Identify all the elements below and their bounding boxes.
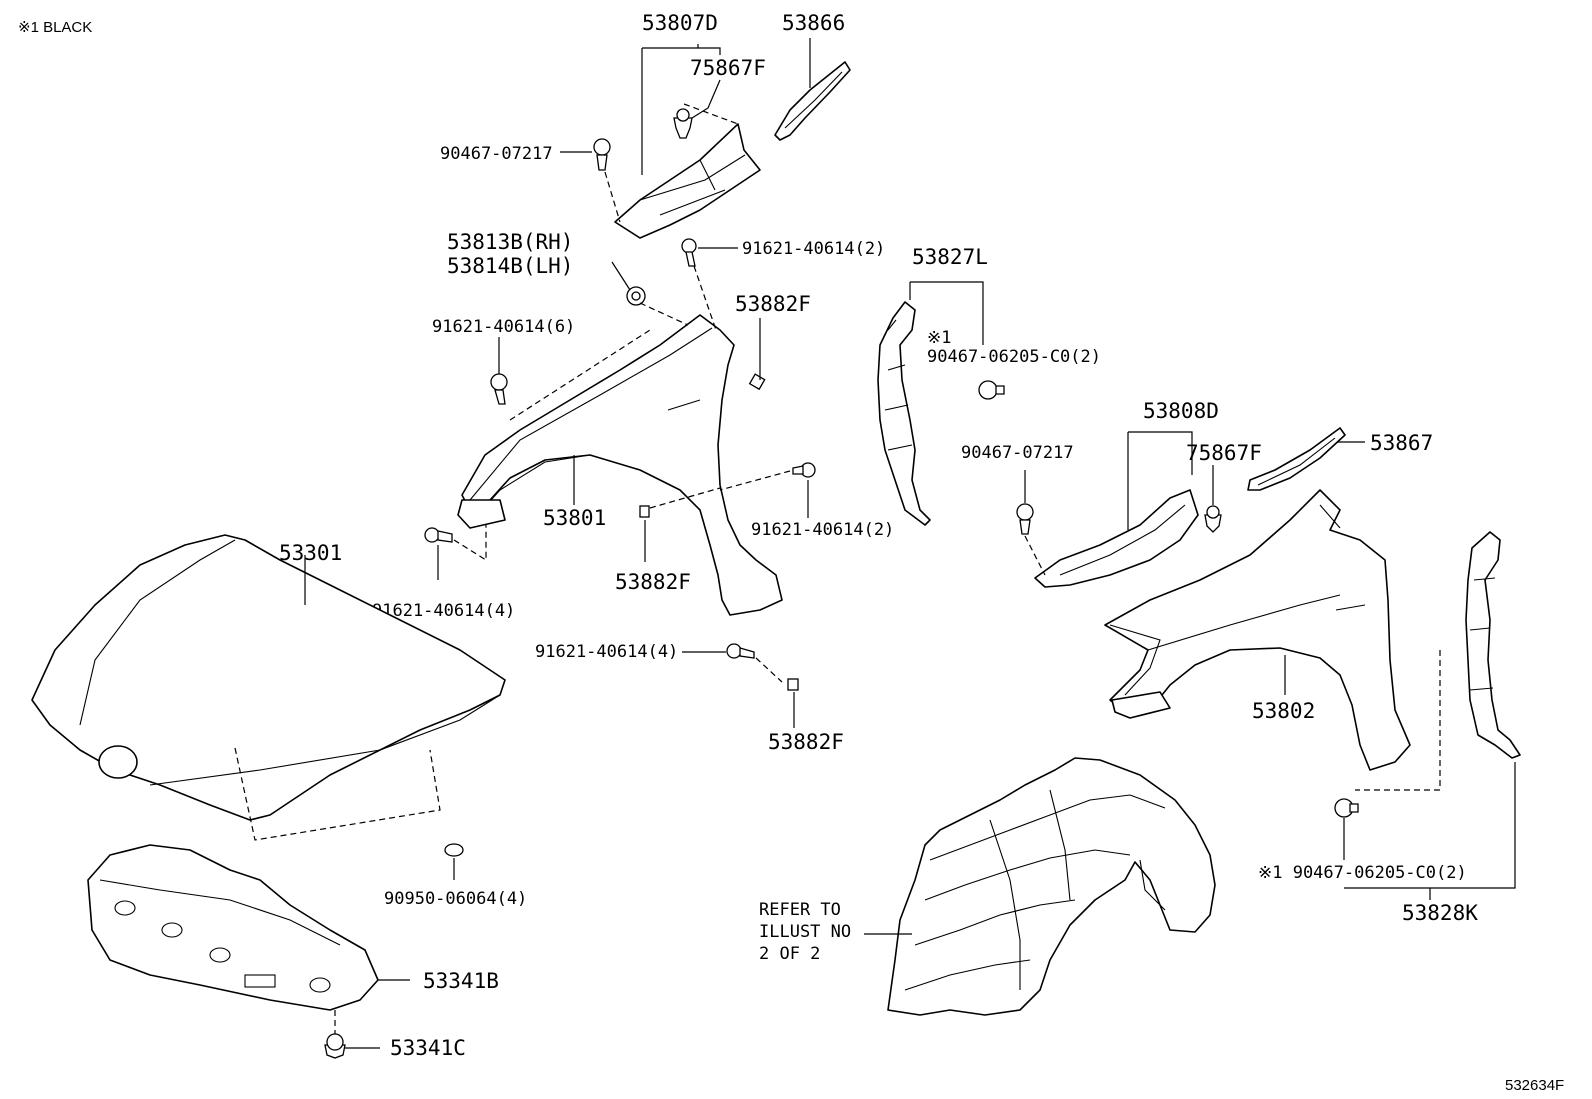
label-75867F-top: 75867F: [690, 56, 766, 80]
part-53808D-bracket: [1034, 489, 1199, 588]
part-53801-front-fender-lh: [461, 314, 783, 616]
label-53813B: 53813B(RH): [447, 230, 573, 254]
part-53866-seal: [774, 61, 851, 141]
clip-53882F-middle-icon: [639, 505, 650, 518]
refer-line-1: REFER TO: [759, 900, 841, 920]
nut-53813B-icon: [626, 286, 646, 306]
label-90467-06205-right: ※1 90467-06205-C0(2): [1258, 863, 1467, 883]
bolt-91621-40614-left-icon: [424, 527, 453, 543]
dash-91621-left: [453, 525, 487, 562]
dash-91621-lower: [755, 657, 783, 683]
clip-75867F-top-icon: [673, 108, 693, 139]
clip-75867F-right-icon: [1204, 505, 1222, 533]
label-mark-1-center: ※1: [927, 328, 951, 348]
bolt-90467-07217-right-icon: [1016, 503, 1034, 535]
label-53301: 53301: [279, 541, 342, 565]
label-91621-40614-2-right: 91621-40614(2): [751, 520, 894, 540]
clip-53882F-upper-icon: [748, 373, 766, 391]
leader-53827L: [910, 281, 984, 345]
part-53801-front-bracket: [457, 499, 506, 529]
bolt-90467-07217-top-icon: [593, 138, 611, 171]
dash-91621-upper: [693, 265, 717, 331]
dash-91621-right: [719, 470, 791, 491]
part-53802-front-bracket: [1111, 691, 1171, 719]
part-53807D-bracket: [614, 123, 761, 239]
part-53827L-fender-seal: [877, 301, 931, 526]
bolt-91621-40614-lower-icon: [726, 643, 755, 659]
dash-53813B: [639, 302, 689, 326]
dash-90467-right: [1024, 535, 1046, 576]
dash-53882F-middle: [649, 487, 721, 509]
label-90950-06064: 90950-06064(4): [384, 889, 527, 909]
label-53814B: 53814B(LH): [447, 254, 573, 278]
label-53827L: 53827L: [912, 245, 988, 269]
label-53341C: 53341C: [390, 1036, 466, 1060]
bolt-91621-40614-six-icon: [490, 373, 508, 405]
clip-90950-06064-icon: [444, 843, 464, 857]
leader-53813B: [611, 261, 631, 291]
leader-53808D-top: [1128, 431, 1193, 475]
part-53341B-hood-silencer: [87, 844, 379, 1011]
label-53802: 53802: [1252, 699, 1315, 723]
label-53808D: 53808D: [1143, 399, 1219, 423]
dash-53828K: [1355, 650, 1441, 791]
label-91621-40614-4-lower: 91621-40614(4): [535, 642, 678, 662]
dash-90467-top: [604, 171, 621, 223]
refer-line-3: 2 OF 2: [759, 944, 820, 964]
leader-53807D-top: [642, 47, 721, 55]
label-53807D: 53807D: [642, 11, 718, 35]
dash-75867F-top: [683, 103, 739, 125]
dash-hood-to-silencer: [234, 747, 441, 841]
clip-53882F-lower-icon: [787, 678, 799, 691]
label-91621-40614-2-upper: 91621-40614(2): [742, 239, 885, 259]
label-91621-40614-6: 91621-40614(6): [432, 317, 575, 337]
refer-line-2: ILLUST NO: [759, 922, 851, 942]
label-53882F-lower: 53882F: [768, 730, 844, 754]
label-53341B: 53341B: [423, 969, 499, 993]
leader-75867F-top: [691, 79, 721, 119]
part-53867-seal: [1247, 427, 1346, 491]
label-53866: 53866: [782, 11, 845, 35]
clip-90467-06205-center-icon: [978, 380, 1005, 400]
label-90467-07217-top: 90467-07217: [440, 144, 553, 164]
label-75867F-right: 75867F: [1186, 441, 1262, 465]
part-fender-liner: [887, 757, 1216, 1016]
black-note: ※1 BLACK: [18, 19, 92, 36]
leader-53828K: [1344, 762, 1516, 889]
part-53301-hood: [31, 534, 506, 821]
label-53828K: 53828K: [1402, 901, 1478, 925]
label-90467-06205-center: 90467-06205-C0(2): [927, 347, 1101, 367]
diagram-code: 532634F: [1505, 1077, 1564, 1094]
bolt-91621-40614-upper-icon: [681, 238, 697, 267]
label-90467-07217-right: 90467-07217: [961, 443, 1074, 463]
label-53882F-upper: 53882F: [735, 292, 811, 316]
part-53828K-fender-seal: [1465, 531, 1521, 759]
bolt-91621-40614-right-icon: [792, 462, 816, 478]
label-91621-40614-4-left: 91621-40614(4): [372, 601, 515, 621]
label-53801: 53801: [543, 506, 606, 530]
label-53867: 53867: [1370, 431, 1433, 455]
dash-91621-six: [509, 329, 651, 421]
clip-90467-06205-right-icon: [1334, 798, 1359, 818]
clip-53341C-icon: [324, 1033, 346, 1059]
label-53882F-middle: 53882F: [615, 570, 691, 594]
